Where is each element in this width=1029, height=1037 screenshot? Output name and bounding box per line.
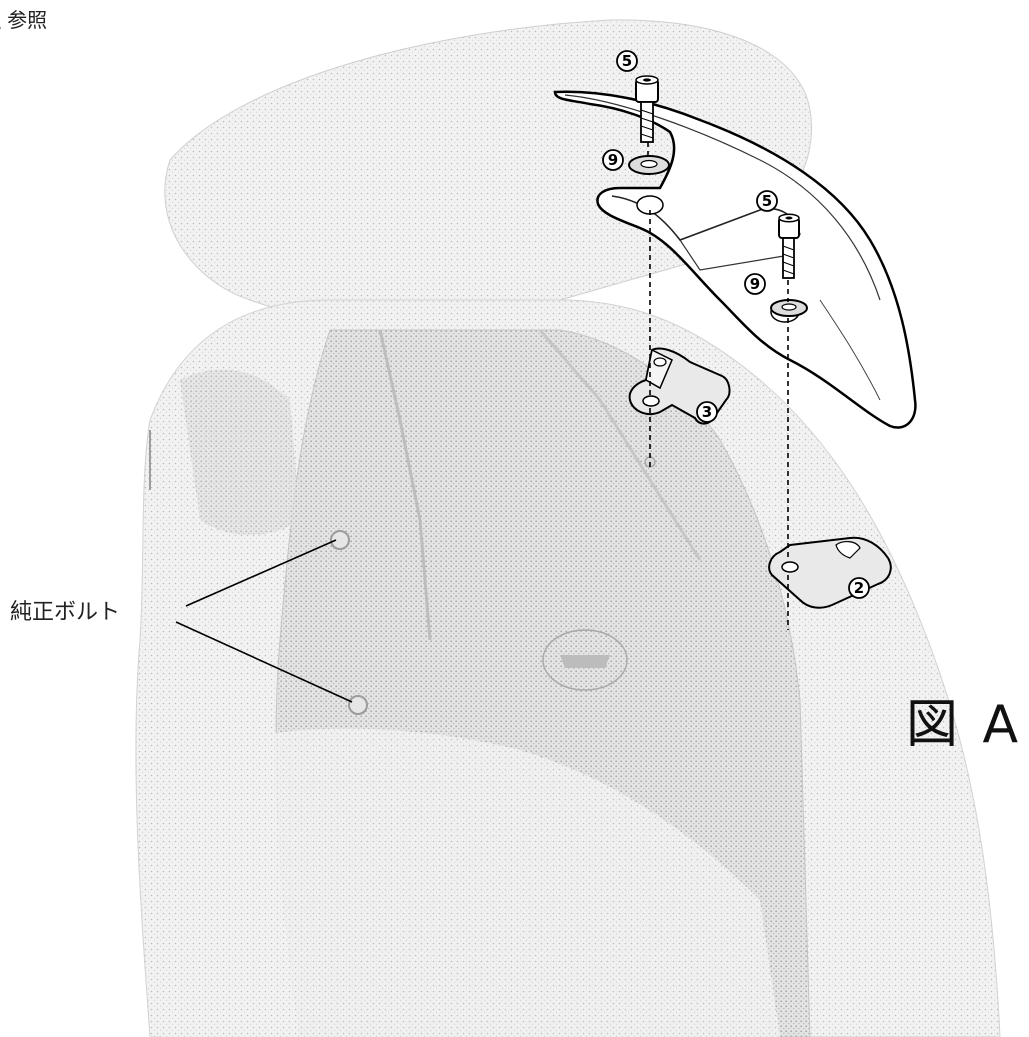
washer-top xyxy=(628,155,670,175)
washer-right xyxy=(770,299,808,317)
reference-note: \ 参照 xyxy=(0,8,48,32)
stock-bolt-label: 純正ボルト xyxy=(10,600,121,625)
callout-number: 2 xyxy=(854,579,864,597)
bolt-right xyxy=(778,213,800,279)
callout-markers: 5 9 5 9 3 2 xyxy=(602,50,870,599)
motorcycle-background xyxy=(135,19,1001,1037)
assembly-guide-lines xyxy=(647,142,789,630)
callout-number: 9 xyxy=(608,151,618,169)
stock-bolt-leaders xyxy=(175,539,353,703)
stock-bolt-upper xyxy=(330,530,350,550)
callout-bolt-top: 5 xyxy=(616,50,638,72)
callout-bracket-right: 2 xyxy=(848,577,870,599)
figure-title: 図 A xyxy=(906,695,1023,755)
callout-bracket-left: 3 xyxy=(696,401,718,423)
callout-bolt-right: 5 xyxy=(756,190,778,212)
callout-number: 5 xyxy=(762,192,772,210)
callout-washer-top: 9 xyxy=(602,149,624,171)
callout-number: 5 xyxy=(622,52,632,70)
callout-number: 9 xyxy=(750,275,760,293)
stock-bolt-lower xyxy=(348,695,368,715)
bolt-top xyxy=(635,75,659,143)
callout-washer-right: 9 xyxy=(744,273,766,295)
callout-number: 3 xyxy=(702,403,712,421)
